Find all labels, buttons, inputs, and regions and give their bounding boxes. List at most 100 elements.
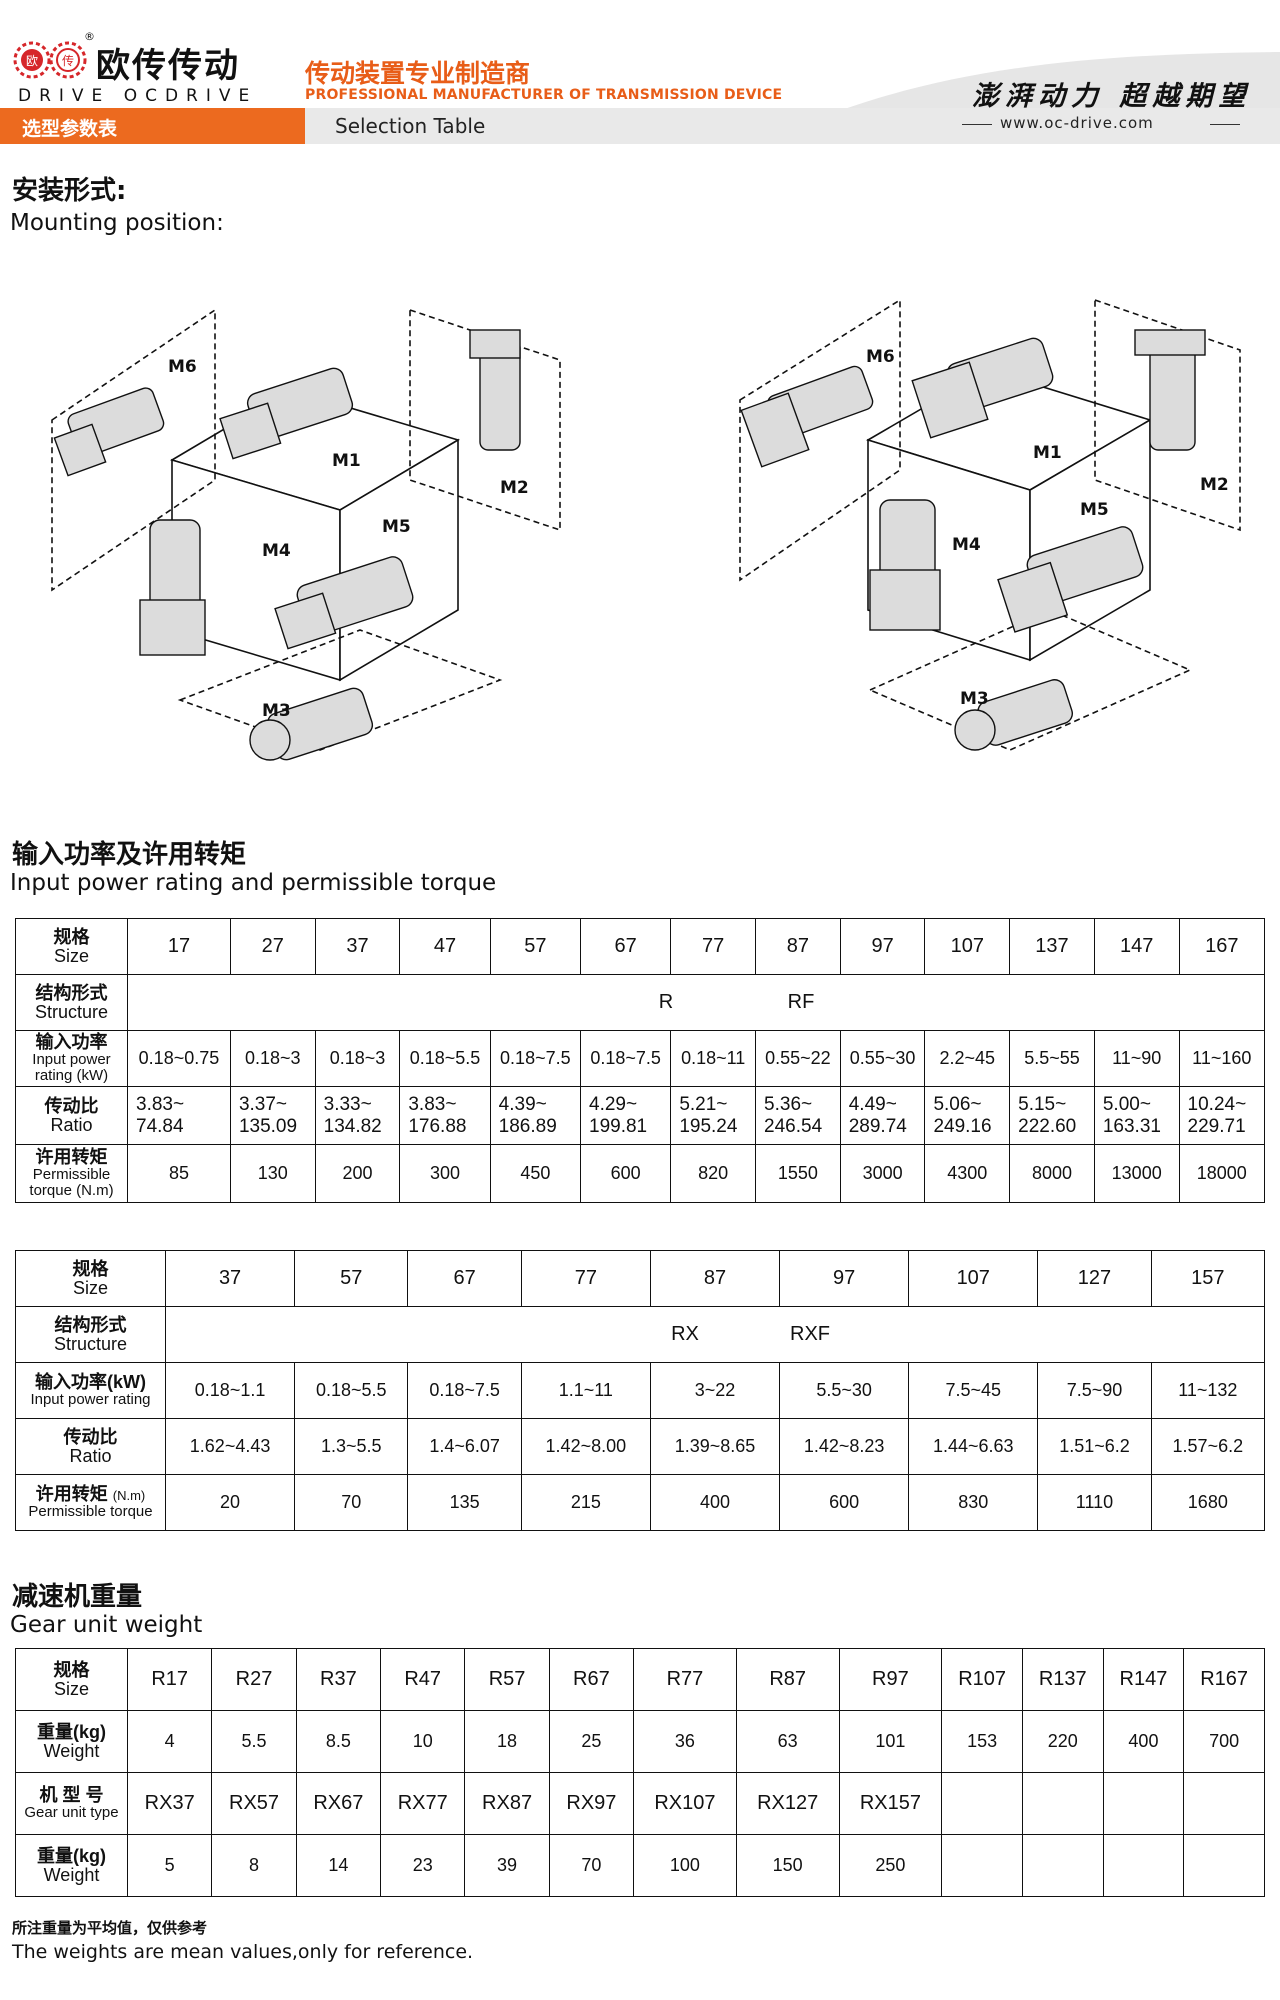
power-cell: 0.18~11	[670, 1030, 757, 1087]
ratio-high: 176.88	[408, 1115, 467, 1137]
size-cell: 17	[127, 918, 231, 975]
ratio-high: 289.74	[848, 1115, 907, 1137]
rx-weight-cell: 14	[295, 1834, 382, 1897]
power-cell: 0.18~7.5	[579, 1030, 672, 1087]
torque-cell: 450	[489, 1144, 582, 1203]
size-cell: 157	[1150, 1250, 1266, 1307]
size-cell: 77	[670, 918, 757, 975]
power-cell: 7.5~90	[1037, 1362, 1152, 1419]
rx-weight-cell	[1102, 1834, 1185, 1897]
rx-weight-cell: 250	[838, 1834, 943, 1897]
ratio-cell: 3.83~74.84	[127, 1086, 231, 1145]
ratio-low: 5.21~	[679, 1093, 728, 1115]
power-cell: 5.5~55	[1009, 1030, 1095, 1087]
size-cell: 57	[489, 918, 582, 975]
ratio-cell: 5.36~246.54	[755, 1086, 841, 1145]
ratio-low: 3.83~	[136, 1093, 185, 1115]
mounting-heading-cn: 安装形式:	[12, 176, 127, 206]
ratio-high: 246.54	[764, 1115, 823, 1137]
mounting-diagram-right: M6 M1 M2 M4 M5 M3	[739, 298, 1241, 751]
rx-type-cell: RX97	[548, 1772, 635, 1835]
rx-weight-cell: 39	[464, 1834, 550, 1897]
size-cell: 37	[314, 918, 401, 975]
weight-heading-en: Gear unit weight	[10, 1612, 203, 1638]
r-weight-cell: 101	[838, 1710, 943, 1773]
rx-type-cell	[1021, 1772, 1104, 1835]
note-cn: 所注重量为平均值，仅供参考	[12, 1919, 208, 1937]
rx-weight-cell	[1021, 1834, 1104, 1897]
power-cell: 5.5~30	[779, 1362, 910, 1419]
power-cell: 11~132	[1150, 1362, 1266, 1419]
torque-cell: 215	[520, 1474, 651, 1531]
torque-cell: 70	[294, 1474, 409, 1531]
rx-weight-cell: 100	[633, 1834, 737, 1897]
left-label-m2: M2	[500, 478, 529, 498]
ratio-low: 4.29~	[589, 1093, 638, 1115]
rx-type-cell: RX107	[633, 1772, 737, 1835]
left-label-m4: M4	[262, 541, 291, 561]
power-cell: 7.5~45	[908, 1362, 1039, 1419]
right-label-m6: M6	[866, 347, 895, 367]
ratio-cell: 5.15~222.60	[1009, 1086, 1095, 1145]
torque-cell: 20	[164, 1474, 296, 1531]
power-cell: 0.18~3	[314, 1030, 401, 1087]
size-cell: 87	[755, 918, 841, 975]
ratio-high: 195.24	[679, 1115, 738, 1137]
size-cell: 97	[839, 918, 926, 975]
right-label-m5: M5	[1080, 500, 1109, 520]
torque-cell: 200	[314, 1144, 401, 1203]
ratio-low: 5.06~	[933, 1093, 982, 1115]
torque-cell: 830	[908, 1474, 1039, 1531]
r-weight-cell: 18	[464, 1710, 550, 1773]
right-label-m4: M4	[952, 535, 981, 555]
rx-weight-cell: 5	[126, 1834, 213, 1897]
ratio-cell: 1.51~6.2	[1037, 1418, 1152, 1475]
ratio-cell: 5.00~163.31	[1093, 1086, 1180, 1145]
rx-weight-cell: 70	[548, 1834, 635, 1897]
torque-header: 许用转矩 (N.m)Permissible torque	[15, 1474, 166, 1531]
torque-cell: 4300	[924, 1144, 1011, 1203]
ratio-low: 5.15~	[1018, 1093, 1067, 1115]
section-tab-label: 选型参数表	[22, 118, 118, 140]
brand-name-en: DRIVE OCDRIVE	[18, 86, 258, 106]
ratio-cell: 3.37~135.09	[229, 1086, 316, 1145]
ratio-low: 4.39~	[498, 1093, 547, 1115]
power-cell: 3~22	[649, 1362, 781, 1419]
power-cell: 0.18~1.1	[164, 1362, 296, 1419]
rx-type-cell: RX77	[380, 1772, 466, 1835]
r-weight-cell: 63	[735, 1710, 840, 1773]
r-weight-cell: 8.5	[295, 1710, 382, 1773]
size-cell: 97	[779, 1250, 910, 1307]
r-type-cell: R17	[126, 1648, 213, 1711]
section-tab: 选型参数表	[0, 108, 305, 144]
ratio-cell: 4.29~199.81	[579, 1086, 672, 1145]
ratio-cell: 4.49~289.74	[839, 1086, 926, 1145]
r-weight-cell: 700	[1183, 1710, 1265, 1773]
power-cell: 0.18~7.5	[489, 1030, 582, 1087]
r-type-cell: R77	[633, 1648, 737, 1711]
ratio-high: 249.16	[933, 1115, 992, 1137]
ratio-low: 5.36~	[764, 1093, 813, 1115]
torque-cell: 135	[407, 1474, 522, 1531]
size-cell: 107	[908, 1250, 1039, 1307]
torque-cell: 85	[127, 1144, 231, 1203]
rx-weight-cell: 8	[211, 1834, 297, 1897]
r-weight-cell: 220	[1021, 1710, 1104, 1773]
size-cell: 67	[579, 918, 672, 975]
rx-type-cell: RX157	[838, 1772, 943, 1835]
